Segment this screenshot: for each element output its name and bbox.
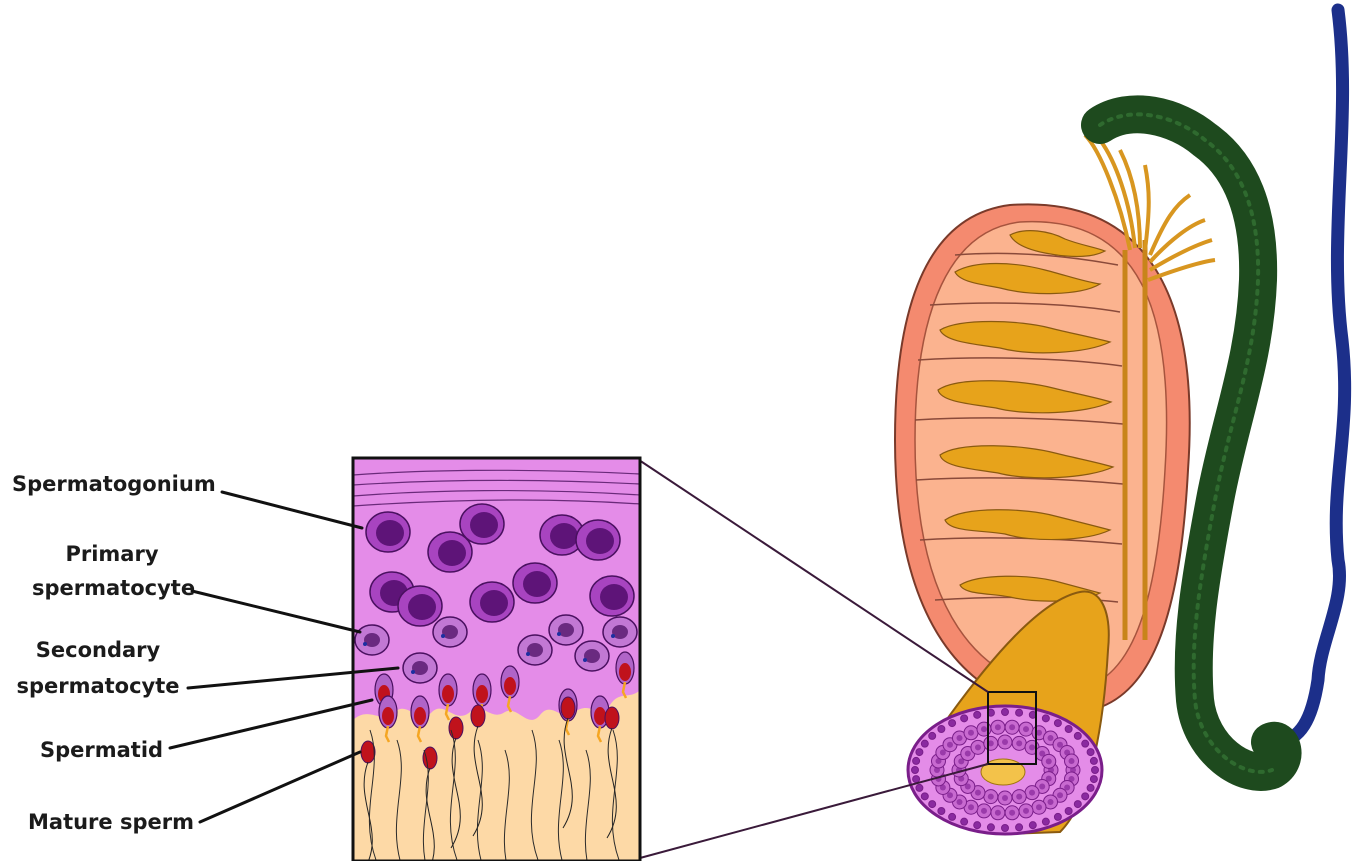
cross-section-cell [987,824,994,831]
cross-section-cell [998,735,1012,749]
cross-section-cell [1005,806,1019,820]
label-secondary-line2: spermatocyte [12,672,184,700]
cross-section-cell [1065,754,1079,768]
leader-spermatid [170,700,372,748]
cross-section-cell [964,726,978,740]
spermatocyte-cell [575,641,609,671]
cross-section-cell [1025,786,1039,800]
cross-section-cell [929,732,936,739]
label-primary-line1: Primary [52,540,172,568]
cross-section-cell [913,757,920,764]
cross-section-cell [1005,720,1019,734]
cross-section-cell [1065,808,1072,815]
cross-section-cell [916,749,923,756]
cross-section-cell [1019,722,1033,736]
cross-section-cell [974,822,981,829]
spermatogonium-cell [590,576,634,616]
cross-section-cell [1054,813,1061,820]
cross-section-cell [977,804,991,818]
label-primary-line2: spermatocyte [32,574,192,602]
cross-section-cell [991,720,1005,734]
cross-section-cell [1092,767,1099,774]
leader-primary-spermatocyte [192,591,360,632]
spermatocyte-cell [403,653,437,683]
spermatogonium-cell [576,520,620,560]
cross-section-cell [949,813,956,820]
cross-section-cell [1012,790,1026,804]
cross-section-cell [929,801,936,808]
cross-section-cell [1002,825,1009,832]
cross-section-cell [1087,784,1094,791]
cross-section-cell [1082,793,1089,800]
cross-section-cell [1082,740,1089,747]
cross-section-cell [1042,715,1049,722]
spermatocyte-cell [549,615,583,645]
vas-deferens [1278,10,1345,742]
cross-section-cell [1054,720,1061,727]
cross-section-cell [1016,824,1023,831]
spermatogonium-cell [513,563,557,603]
cross-section-cell [1012,736,1026,750]
cross-section-cell [974,711,981,718]
cross-section-cell [938,725,945,732]
cross-section-cell [971,740,985,754]
spermatogonium-cell [398,586,442,626]
cross-section-cell [998,791,1012,805]
cross-section-cell [913,776,920,783]
spermatocyte-cell [433,617,467,647]
spermatogonium-cell [366,512,410,552]
spermatogonium-cell [470,582,514,622]
cross-section-cell [1090,757,1097,764]
cross-section-cell [1074,732,1081,739]
cross-section-cell [1090,776,1097,783]
cross-section-cell [1065,725,1072,732]
spermatocyte-cell [603,617,637,647]
spermatocyte-cell [355,625,389,655]
leader-spermatogonium [222,492,362,528]
cross-section-cell [1032,800,1046,814]
label-spermatid: Spermatid [40,736,163,764]
label-spermatogonium: Spermatogonium [12,470,216,498]
epithelium-inset [353,458,640,861]
cross-section-cell [961,715,968,722]
cross-section-cell [1074,801,1081,808]
label-mature-sperm: Mature sperm [28,808,194,836]
cross-section-cell [921,740,928,747]
cross-section-cell [1087,749,1094,756]
cross-section-cell [1029,822,1036,829]
cross-section-cell [1019,804,1033,818]
cross-section-cell [1002,709,1009,716]
cross-section-cell [949,720,956,727]
spermatocyte-cell [518,635,552,665]
cross-section-cell [1042,818,1049,825]
cross-section-cell [984,736,998,750]
cross-section-cell [961,818,968,825]
cross-section-cell [1016,709,1023,716]
spermatogonium-cell [460,504,504,544]
label-secondary-line1: Secondary [28,636,168,664]
cross-section-cell [921,793,928,800]
cross-section-cell [912,767,919,774]
cross-section-cell [938,808,945,815]
leader-mature-sperm [200,752,360,822]
cross-section-cell [984,790,998,804]
cross-section-cell [991,806,1005,820]
cross-section-cell [1042,754,1056,768]
cross-section-cell [916,784,923,791]
